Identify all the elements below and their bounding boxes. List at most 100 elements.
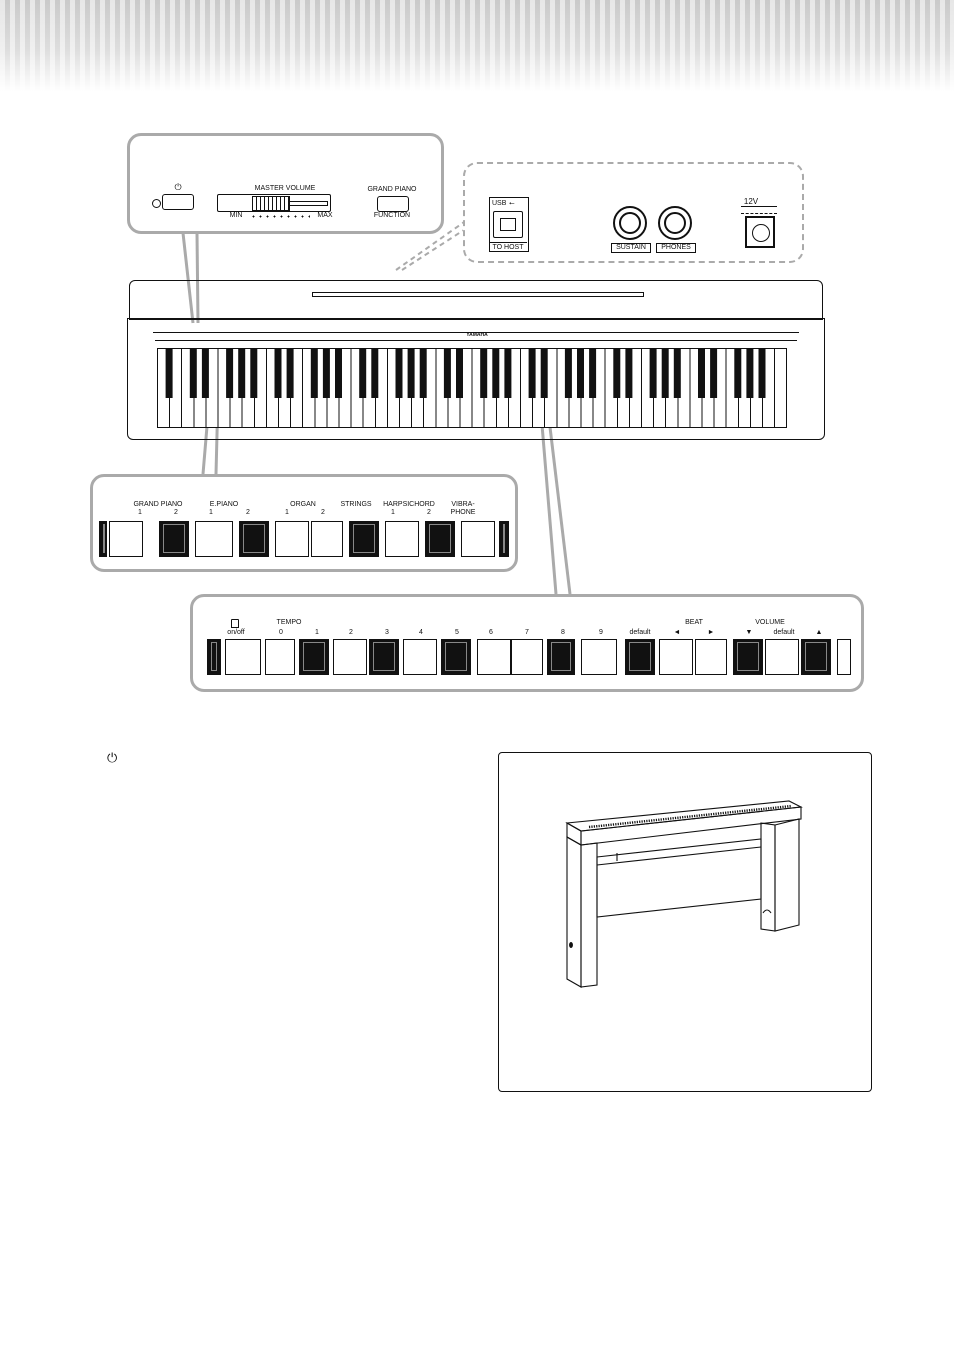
- function-key[interactable]: [403, 639, 437, 675]
- black-key: [274, 348, 282, 398]
- function-number-label: 0: [279, 629, 283, 636]
- down-arrow-label: ▼: [745, 629, 753, 636]
- voice-keys: [99, 521, 509, 557]
- black-key: [625, 348, 633, 398]
- voice-key[interactable]: [109, 521, 143, 557]
- beat-label: BEAT: [685, 619, 703, 626]
- voice-key[interactable]: [99, 521, 107, 557]
- voice-key[interactable]: [425, 521, 455, 557]
- function-key[interactable]: [265, 639, 295, 675]
- black-key: [310, 348, 318, 398]
- keyboard-stand-illustration: [565, 800, 803, 988]
- harpsichord-1-label: 1: [391, 509, 395, 516]
- function-key[interactable]: [477, 639, 511, 675]
- harpsichord-2-label: 2: [427, 509, 431, 516]
- master-volume-slider[interactable]: [217, 194, 331, 212]
- function-panel-callout: on/off TEMPO BEAT ◄ ► VOLUME ▼ default ▲…: [190, 594, 864, 692]
- function-number-label: 6: [489, 629, 493, 636]
- function-key[interactable]: [441, 639, 471, 675]
- function-key[interactable]: [695, 639, 727, 675]
- voice-key[interactable]: [349, 521, 379, 557]
- function-key[interactable]: [369, 639, 399, 675]
- voice-key[interactable]: [499, 521, 509, 557]
- black-key: [504, 348, 512, 398]
- black-key: [661, 348, 669, 398]
- volume-default-label: default: [773, 629, 795, 636]
- function-label: FUNCTION: [373, 212, 411, 219]
- function-key[interactable]: [547, 639, 575, 675]
- function-number-label: 2: [349, 629, 353, 636]
- tempo-label: TEMPO: [276, 619, 302, 626]
- voice-harpsichord-label: HARPSICHORD: [383, 501, 435, 508]
- organ-2-label: 2: [321, 509, 325, 516]
- black-key: [419, 348, 427, 398]
- black-key: [577, 348, 584, 398]
- function-keys: [207, 639, 853, 675]
- volume-max-label: MAX: [317, 212, 333, 219]
- voice-vibraphone-label-2: PHONE: [450, 509, 476, 516]
- black-key: [480, 348, 488, 398]
- voice-key[interactable]: [159, 521, 189, 557]
- function-key[interactable]: [765, 639, 799, 675]
- voice-key[interactable]: [239, 521, 269, 557]
- phones-jack[interactable]: [658, 206, 692, 240]
- function-key[interactable]: [625, 639, 655, 675]
- function-key[interactable]: [581, 639, 617, 675]
- black-keys: [165, 348, 766, 398]
- keyboard-illustration: YAMAHA: [127, 280, 825, 440]
- black-key: [564, 348, 572, 398]
- black-key: [698, 348, 705, 398]
- function-key[interactable]: [801, 639, 831, 675]
- e-piano-1-label: 1: [209, 509, 213, 516]
- voice-vibraphone-label-1: VIBRA-: [451, 501, 475, 508]
- grand-piano-label: GRAND PIANO: [367, 186, 417, 193]
- function-key[interactable]: [733, 639, 763, 675]
- usb-port[interactable]: [493, 211, 523, 238]
- usb-port-frame: [489, 197, 529, 252]
- voice-key[interactable]: [311, 521, 343, 557]
- function-key[interactable]: [299, 639, 329, 675]
- slider-knob[interactable]: [252, 196, 290, 211]
- function-key[interactable]: [511, 639, 543, 675]
- voice-grand-piano-label: GRAND PIANO: [133, 501, 183, 508]
- black-key: [758, 348, 766, 398]
- body-power-symbol: ⏻: [107, 750, 118, 765]
- function-number-label: 1: [315, 629, 319, 636]
- voice-panel-callout: GRAND PIANO E.PIANO ORGAN STRINGS HARPSI…: [90, 474, 518, 572]
- black-key: [528, 348, 536, 398]
- voice-key[interactable]: [385, 521, 419, 557]
- black-key: [734, 348, 742, 398]
- black-key: [395, 348, 403, 398]
- voice-key[interactable]: [461, 521, 495, 557]
- power-led: [152, 199, 161, 208]
- function-key[interactable]: [207, 639, 221, 675]
- function-number-label: 3: [385, 629, 389, 636]
- function-number-label: 5: [455, 629, 459, 636]
- black-key: [250, 348, 258, 398]
- usb-label: USB: [492, 200, 507, 207]
- black-key: [335, 348, 342, 398]
- function-number-label: 4: [419, 629, 423, 636]
- power-button[interactable]: [162, 194, 194, 210]
- function-key[interactable]: [837, 639, 851, 675]
- organ-1-label: 1: [285, 509, 289, 516]
- dc-polarity-icon: [741, 206, 777, 214]
- dc-in-jack[interactable]: [745, 216, 775, 248]
- voice-key[interactable]: [275, 521, 309, 557]
- phones-label: PHONES: [656, 243, 696, 253]
- left-arrow-label: ◄: [673, 629, 681, 636]
- rear-panel-callout: USB ⭠ TO HOST SUSTAIN PHONES 12V: [463, 162, 804, 263]
- voice-key[interactable]: [195, 521, 233, 557]
- black-key: [165, 348, 173, 398]
- black-key: [407, 348, 415, 398]
- brand-logo: YAMAHA: [466, 332, 488, 338]
- function-key[interactable]: [225, 639, 261, 675]
- sustain-jack[interactable]: [613, 206, 647, 240]
- black-key: [238, 348, 246, 398]
- grand-piano-function-button[interactable]: [377, 196, 409, 212]
- black-key: [540, 348, 548, 398]
- metronome-onoff-label: on/off: [227, 629, 245, 636]
- function-key[interactable]: [659, 639, 693, 675]
- function-key[interactable]: [333, 639, 367, 675]
